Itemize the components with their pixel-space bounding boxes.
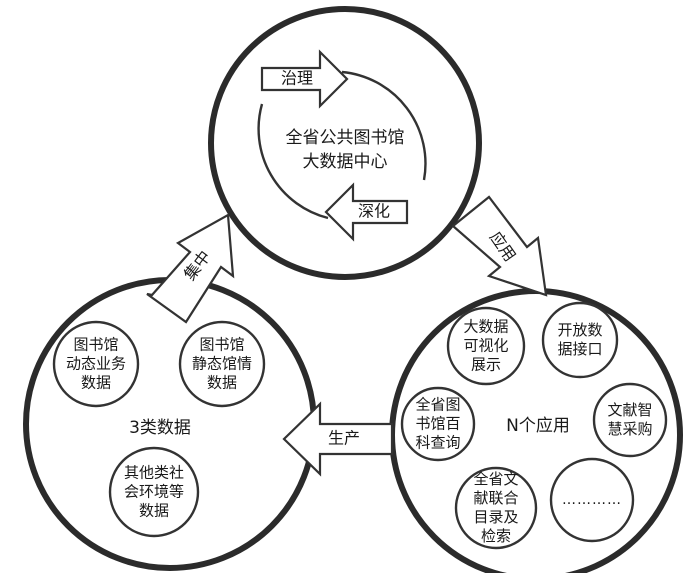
application-item-circle [454, 466, 538, 550]
center-title-line2: 大数据中心 [303, 152, 388, 172]
application-item-6: ………… [549, 457, 635, 543]
data-type-item-label-line: 静态馆情 [192, 355, 252, 373]
application-item-circle [400, 386, 476, 462]
application-item-label-line: 书馆百 [415, 415, 460, 433]
data-type-item-label-line: 其他类社 [124, 464, 184, 482]
application-item-label-line: 据接口 [557, 340, 602, 358]
application-item-circle [549, 457, 635, 543]
application-item-label-line: ………… [562, 492, 622, 508]
deepen-arrow [324, 182, 409, 242]
apply-arrow-group: 应用 [451, 195, 548, 297]
data-type-item-label-line: 数据 [139, 502, 169, 520]
data-type-item-label-line: 图书馆 [199, 336, 244, 354]
applications-title: N个应用 [506, 416, 570, 436]
data-types-title: 3类数据 [129, 418, 191, 438]
applications-circle: N个应用 大数据可视化展示开放数据接口全省图书馆百科查询文献智慧采购全省文献联合… [389, 288, 683, 573]
data-center-circle: 治理 深化 全省公共图书馆 大数据中心 [208, 6, 482, 280]
application-item-label-line: 大数据 [463, 318, 508, 336]
application-item-label-line: 可视化 [463, 337, 508, 355]
application-item-label-line: 目录及 [473, 508, 518, 526]
data-type-item-label-line: 数据 [81, 374, 111, 392]
data-type-item-label-line: 会环境等 [124, 483, 184, 501]
cycle-arc-left [257, 103, 329, 220]
application-item-circle [592, 382, 668, 458]
deepen-label: 深化 [358, 202, 390, 221]
apply-arrow [451, 195, 548, 297]
govern-label: 治理 [281, 69, 313, 88]
concentrate-arrow-group: 集中 [146, 213, 235, 324]
data-type-item-label-line: 图书馆 [73, 336, 118, 354]
application-item-label-line: 展示 [471, 356, 501, 374]
application-item-circle [541, 301, 619, 379]
application-item-circle [446, 306, 526, 386]
produce-arrow-group: 生产 [282, 401, 394, 477]
application-item-label-line: 文献智 [607, 401, 652, 419]
application-item-label-line: 全省图 [415, 396, 460, 414]
data-type-item-circle [108, 446, 200, 538]
data-type-item-label-line: 数据 [207, 374, 237, 392]
application-item-label-line: 献联合 [473, 489, 518, 507]
application-item-label-line: 全省文 [473, 470, 518, 488]
data-type-item-circle [178, 320, 266, 408]
cycle-arc-right [341, 70, 427, 181]
produce-arrow [282, 401, 394, 477]
center-title-line1: 全省公共图书馆 [286, 128, 405, 148]
govern-arrow [260, 49, 349, 109]
application-item-label-line: 开放数 [557, 321, 602, 339]
concentrate-arrow [146, 213, 235, 324]
data-type-item-label-line: 动态业务 [66, 355, 126, 373]
produce-label: 生产 [328, 429, 360, 448]
data-type-item-circle [52, 320, 140, 408]
application-item-label-line: 慧采购 [607, 420, 652, 438]
application-item-label-line: 科查询 [415, 434, 460, 452]
application-item-label-line: 检索 [481, 527, 511, 545]
